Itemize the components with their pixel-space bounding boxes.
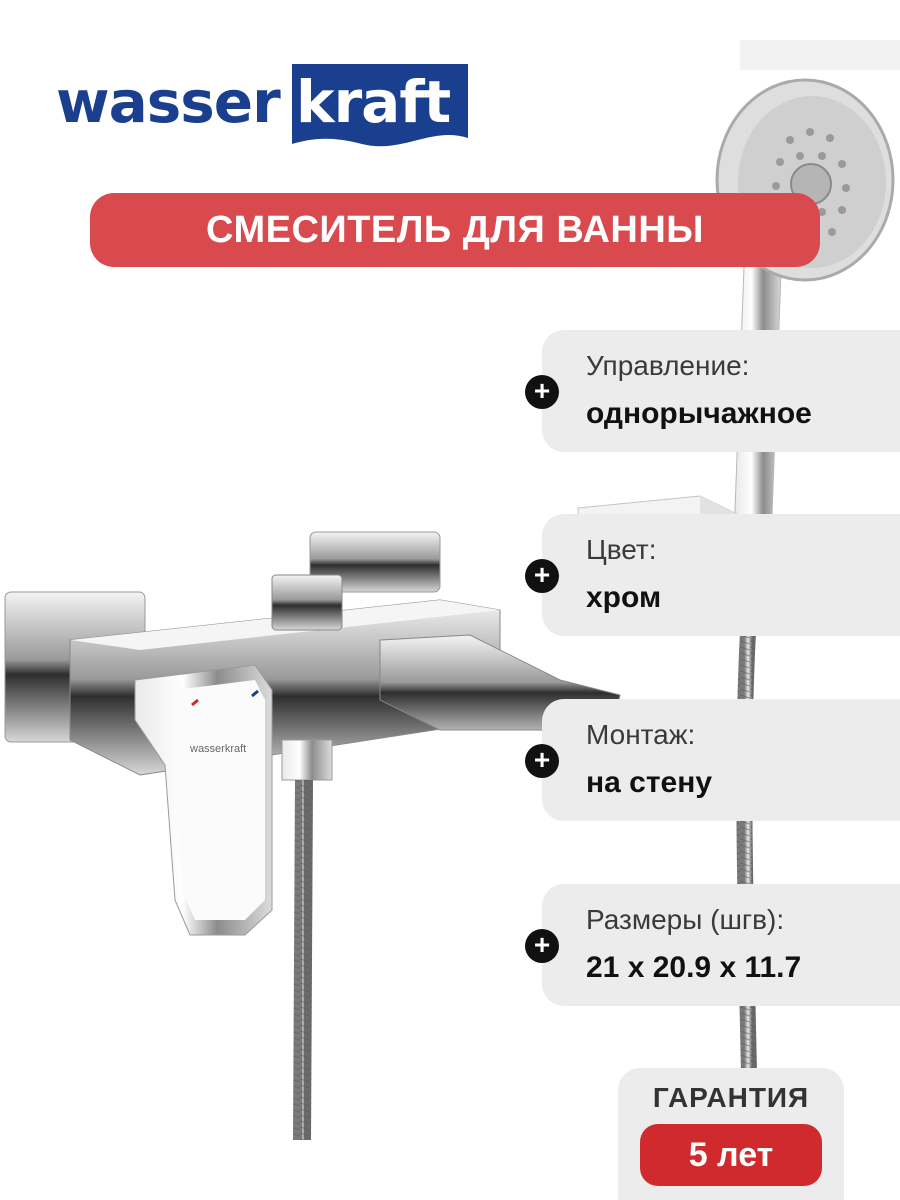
warranty-block: ГАРАНТИЯ 5 лет: [618, 1068, 844, 1200]
feature-card-mounting: Монтаж: на стену: [542, 699, 900, 821]
feature-value: 21 x 20.9 x 11.7: [586, 951, 802, 984]
logo-wordmark-part1: wasser: [56, 68, 281, 136]
title-banner: СМЕСИТЕЛЬ ДЛЯ ВАННЫ: [90, 193, 820, 267]
warranty-badge: 5 лет: [640, 1124, 822, 1186]
feature-card-dimensions: Размеры (шгв): 21 x 20.9 x 11.7: [542, 884, 900, 1006]
warranty-value: 5 лет: [688, 1135, 774, 1174]
feature-card-color: Цвет: хром: [542, 514, 900, 636]
feature-card-control: Управление: однорычажное: [542, 330, 900, 452]
brand-logo: wasser kraft: [56, 62, 476, 154]
feature-value: хром: [586, 581, 662, 614]
feature-value: на стену: [586, 766, 713, 799]
page-title: СМЕСИТЕЛЬ ДЛЯ ВАННЫ: [206, 208, 704, 251]
plus-icon: +: [525, 929, 559, 963]
feature-value: однорычажное: [586, 397, 812, 430]
plus-icon: +: [525, 744, 559, 778]
feature-label: Управление:: [586, 350, 750, 381]
feature-label: Цвет:: [586, 534, 657, 565]
feature-label: Монтаж:: [586, 719, 696, 750]
feature-label: Размеры (шгв):: [586, 904, 785, 935]
logo-wordmark-part2: kraft: [296, 68, 451, 136]
plus-icon: +: [525, 375, 559, 409]
logo-kraft-box: kraft: [292, 64, 468, 148]
plus-icon: +: [525, 559, 559, 593]
warranty-label: ГАРАНТИЯ: [652, 1082, 810, 1113]
handle-brand-mark: wasserkraft: [189, 743, 246, 755]
